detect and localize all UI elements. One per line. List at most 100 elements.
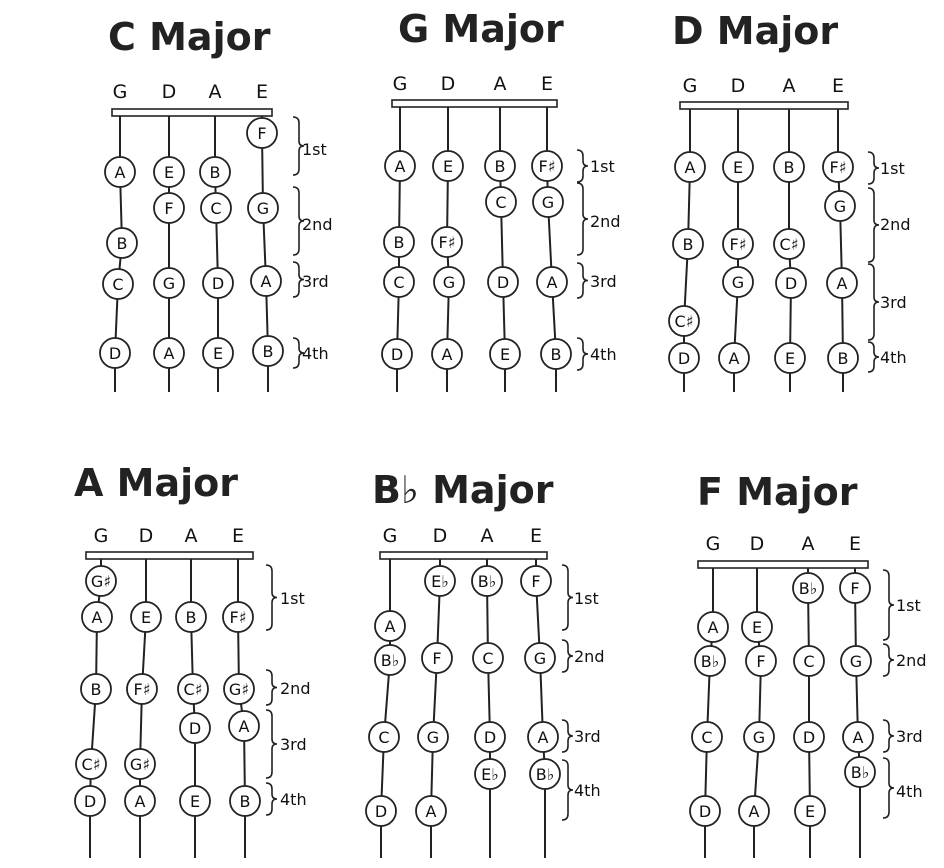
- note-label: B♭: [536, 765, 555, 784]
- finger-bracket: [292, 261, 305, 298]
- note-label: G: [534, 649, 546, 668]
- note-circle: [99, 337, 131, 369]
- finger-label: 3rd: [590, 272, 617, 291]
- note-label: F: [850, 579, 859, 598]
- note-label: B: [117, 234, 128, 253]
- note-label: E: [141, 608, 151, 627]
- note-label: A: [729, 349, 740, 368]
- note-circle: [793, 721, 825, 753]
- note-label: G: [163, 274, 175, 293]
- note-circle: [153, 156, 185, 188]
- note-circle: [247, 192, 279, 224]
- note-circle: [250, 265, 282, 297]
- note-circle: [826, 267, 858, 299]
- note-label: A: [685, 158, 696, 177]
- note-label: D: [375, 802, 387, 821]
- note-circle: [252, 335, 284, 367]
- note-label: A: [261, 272, 272, 291]
- note-label: B♭: [799, 579, 818, 598]
- note-circle: [694, 645, 726, 677]
- finger-bracket: [576, 262, 589, 299]
- note-label: B: [186, 608, 197, 627]
- string-name: D: [139, 525, 154, 547]
- note-circle: [200, 192, 232, 224]
- note-label: D: [84, 792, 96, 811]
- finger-bracket: [561, 759, 574, 821]
- note-label: G: [732, 273, 744, 292]
- note-label: C: [112, 275, 123, 294]
- note-circle: [822, 151, 854, 183]
- string-name: E: [541, 73, 553, 95]
- note-circle: [417, 721, 449, 753]
- finger-label: 2nd: [896, 651, 926, 670]
- note-label: D: [497, 273, 509, 292]
- note-label: C: [803, 652, 814, 671]
- note-label: A: [708, 618, 719, 637]
- note-label: D: [212, 274, 224, 293]
- finger-bracket: [882, 643, 895, 677]
- finger-label: 3rd: [574, 727, 601, 746]
- note-circle: [672, 228, 704, 260]
- note-label: B♭: [851, 763, 870, 782]
- note-label: D: [391, 345, 403, 364]
- finger-bracket: [882, 757, 895, 819]
- note-circle: [529, 758, 561, 790]
- note-circle: [130, 601, 162, 633]
- note-label: G: [834, 197, 846, 216]
- scale-title: D Major: [672, 9, 838, 53]
- note-circle: [223, 673, 255, 705]
- note-label: B: [683, 235, 694, 254]
- note-label: F♯: [730, 235, 747, 254]
- finger-label: 3rd: [896, 727, 923, 746]
- finger-label: 3rd: [302, 272, 329, 291]
- note-label: E: [733, 158, 743, 177]
- note-circle: [487, 266, 519, 298]
- note-label: A: [442, 345, 453, 364]
- note-label: A: [395, 157, 406, 176]
- note-circle: [668, 342, 700, 374]
- finger-bracket: [576, 149, 589, 183]
- note-circle: [383, 266, 415, 298]
- note-label: E: [805, 802, 815, 821]
- finger-label: 1st: [280, 589, 305, 608]
- finger-bracket: [867, 151, 880, 185]
- finger-label: 4th: [280, 790, 307, 809]
- note-circle: [153, 267, 185, 299]
- note-label: E: [500, 345, 510, 364]
- string-name: G: [94, 525, 109, 547]
- note-circle: [102, 268, 134, 300]
- note-circle: [827, 342, 859, 374]
- finger-bracket: [561, 639, 574, 673]
- note-label: F♯: [230, 608, 247, 627]
- note-label: F: [257, 124, 266, 143]
- note-label: F♯: [134, 680, 151, 699]
- note-label: F: [432, 649, 441, 668]
- note-label: G: [850, 652, 862, 671]
- note-label: C: [482, 649, 493, 668]
- finger-bracket: [265, 709, 278, 779]
- finger-bracket: [867, 341, 880, 373]
- note-label: F: [756, 652, 765, 671]
- note-circle: [153, 337, 185, 369]
- note-label: E♭: [481, 765, 499, 784]
- string-line: [854, 565, 861, 858]
- note-label: B: [551, 345, 562, 364]
- string-name: E: [232, 525, 244, 547]
- note-label: B♭: [381, 651, 400, 670]
- note-circle: [202, 267, 234, 299]
- nut: [111, 108, 273, 117]
- note-circle: [246, 117, 278, 149]
- finger-label: 2nd: [880, 215, 910, 234]
- note-circle: [775, 267, 807, 299]
- note-label: D: [803, 728, 815, 747]
- scale-title: C Major: [108, 15, 271, 59]
- string-name: D: [441, 73, 456, 95]
- note-label: C♯: [780, 235, 799, 254]
- note-circle: [824, 190, 856, 222]
- finger-label: 4th: [880, 348, 907, 367]
- note-circle: [697, 611, 729, 643]
